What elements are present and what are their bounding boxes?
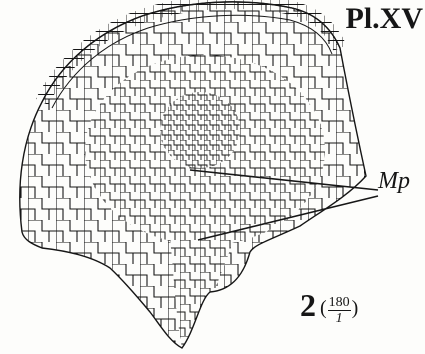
plate-label: Pl.XV [346, 2, 424, 36]
close-paren: ) [352, 297, 359, 319]
open-paren: ( [320, 297, 327, 319]
mp-callout-label: Mp [378, 168, 410, 195]
figure-number: 2 [300, 287, 316, 323]
magnification-denominator: 1 [328, 311, 351, 326]
magnification-numerator: 180 [328, 295, 351, 311]
